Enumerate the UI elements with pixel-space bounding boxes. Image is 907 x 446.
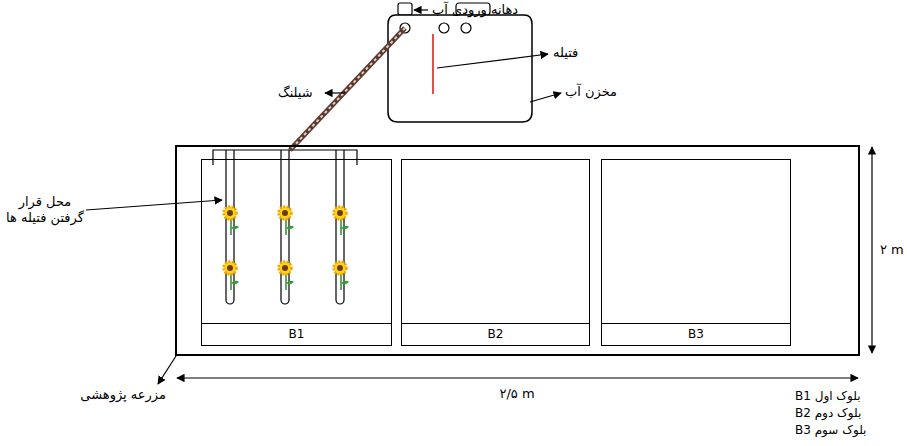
drawing-stroke <box>282 210 288 216</box>
drawing-stroke <box>231 226 239 230</box>
drawing-stroke <box>158 356 176 384</box>
drawing-stroke <box>334 262 347 275</box>
dimension-label: ۲ m <box>880 242 904 258</box>
drawing-stroke <box>461 23 471 33</box>
legend-line: B1 بلوک اول <box>795 389 861 404</box>
wick-label: فتیله <box>553 45 578 61</box>
drawing-stroke <box>341 226 349 230</box>
drawing-stroke <box>337 265 343 271</box>
water-tank <box>388 3 532 122</box>
drawing-stroke <box>414 9 428 10</box>
legend-line: B3 بلوک سوم <box>795 423 866 438</box>
drawing-stroke <box>871 147 872 353</box>
block-label-band: B1 <box>202 323 391 345</box>
research-field: مزرعه پژوهشیB1B2B3 <box>175 145 860 356</box>
drawing-stroke <box>224 262 237 275</box>
wick-frame <box>213 150 357 304</box>
sunflowers <box>224 207 350 291</box>
hose-label: شیلنگ <box>278 85 313 101</box>
block-name: B2 <box>488 327 504 341</box>
drawing-stroke <box>177 377 858 378</box>
field-caption: مزرعه پژوهشی <box>80 387 166 402</box>
block-label-band: B3 <box>602 323 790 345</box>
drawing-stroke <box>231 281 239 285</box>
wick-line <box>432 34 434 94</box>
drawing-stroke <box>388 15 532 122</box>
drawing-stroke <box>279 207 292 220</box>
drawing-stroke <box>341 281 349 285</box>
drawing-stroke <box>279 262 292 275</box>
drawing-stroke <box>439 23 449 33</box>
drawing-stroke <box>282 265 288 271</box>
tank-label: مخزن آب <box>565 84 617 100</box>
plot-block: B3 <box>601 159 791 346</box>
callout-arrows <box>86 10 561 384</box>
plot-block: B1 <box>201 159 392 346</box>
legend-line: B2 بلوک دوم <box>795 406 861 421</box>
block-label-band: B2 <box>402 323 589 345</box>
drawing-stroke <box>286 281 294 285</box>
drawing-stroke <box>337 210 343 216</box>
plot-block: B2 <box>401 159 590 346</box>
drawing-stroke <box>325 92 345 93</box>
drawing-stroke <box>227 265 233 271</box>
drawing-stroke <box>398 3 412 15</box>
dimension-label: ۲/۵ m <box>487 386 547 402</box>
block-name: B1 <box>289 327 305 341</box>
drawing-stroke <box>437 54 548 68</box>
dimension-arrows <box>177 147 872 378</box>
block-name: B3 <box>688 327 704 341</box>
wick-location-label: محل قرار گرفتن فتیله ها <box>5 194 85 227</box>
drawing-stroke <box>286 226 294 230</box>
inlet-label: دهانه ورودی آب <box>432 2 518 18</box>
drawing-stroke <box>530 93 561 102</box>
drawing-stroke <box>224 207 237 220</box>
drawing-stroke <box>334 207 347 220</box>
drawing-stroke <box>227 210 233 216</box>
